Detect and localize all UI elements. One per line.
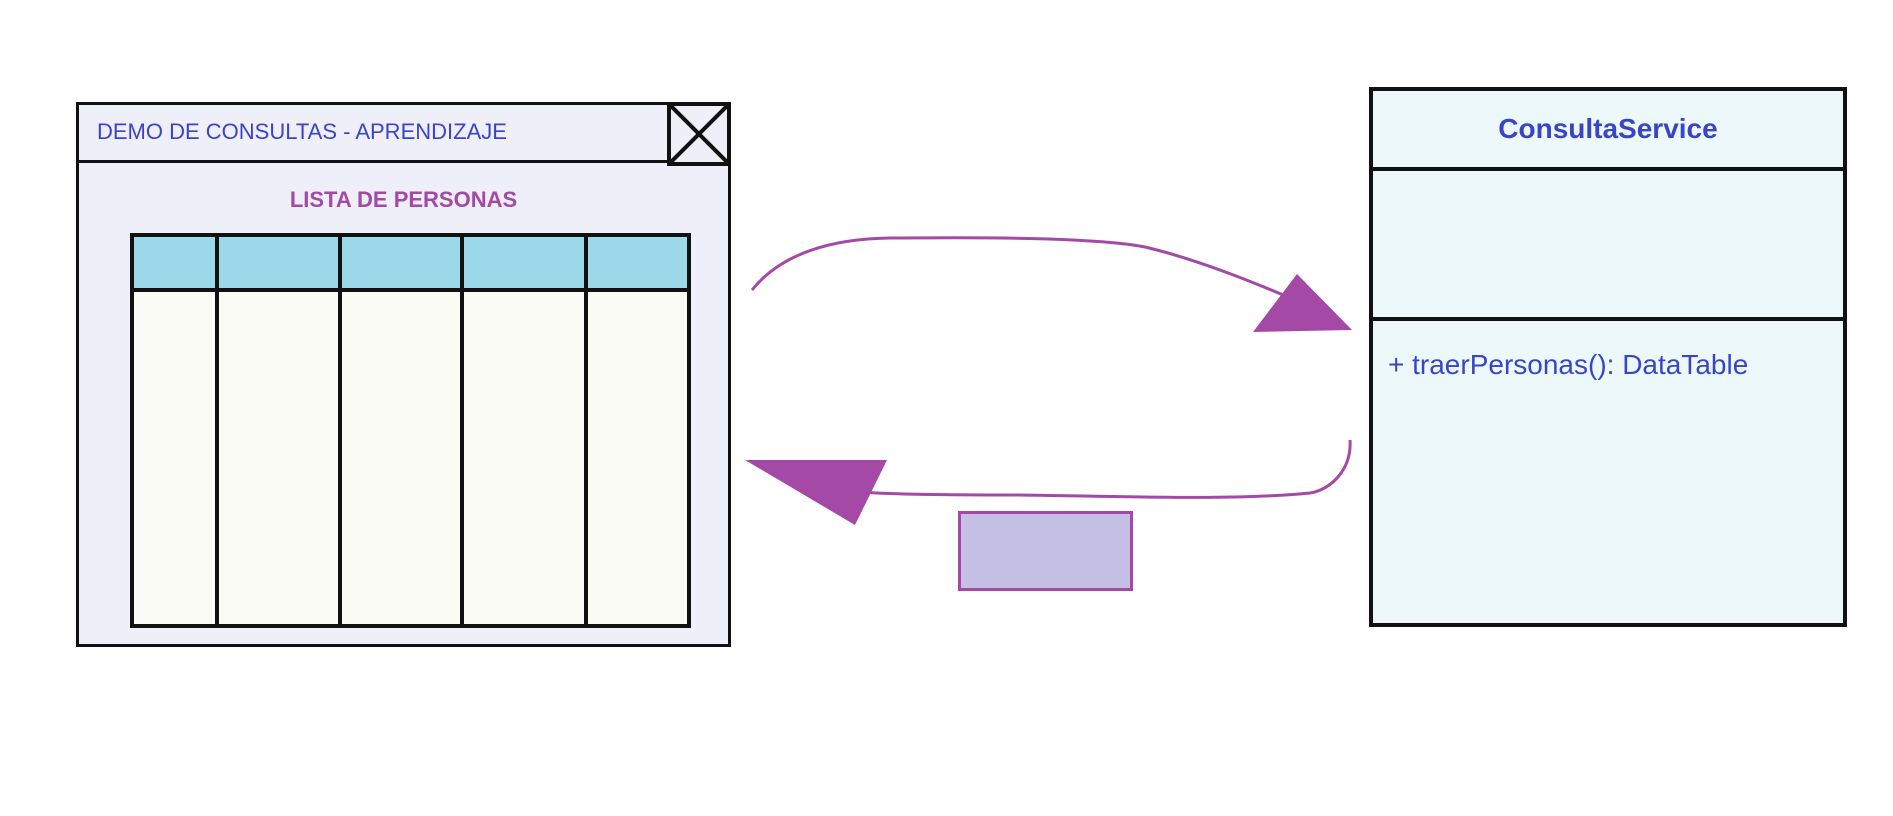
personas-table[interactable]: [130, 233, 691, 628]
table-column: [464, 292, 588, 624]
table-header-cell[interactable]: [134, 237, 219, 288]
table-column: [134, 292, 219, 624]
close-x-icon: [671, 106, 727, 162]
window-to-service-arrow: [750, 236, 1301, 304]
app-window: DEMO DE CONSULTAS - APRENDIZAJE LISTA DE…: [76, 102, 731, 647]
window-to-service-arrowhead: [1253, 274, 1352, 332]
table-header-cell[interactable]: [219, 237, 342, 288]
window-titlebar: DEMO DE CONSULTAS - APRENDIZAJE: [79, 102, 731, 166]
class-name-section: ConsultaService: [1373, 91, 1843, 171]
class-name: ConsultaService: [1498, 113, 1718, 144]
class-attributes-section: [1373, 171, 1843, 321]
service-class-box: ConsultaService + traerPersonas(): DataT…: [1369, 87, 1847, 627]
table-header-row: [134, 237, 687, 292]
table-header-cell[interactable]: [464, 237, 588, 288]
class-method: + traerPersonas(): DataTable: [1388, 349, 1749, 380]
class-methods-section: + traerPersonas(): DataTable: [1373, 349, 1843, 381]
response-data-box: [958, 511, 1133, 591]
list-heading: LISTA DE PERSONAS: [289, 187, 518, 212]
window-title: DEMO DE CONSULTAS - APRENDIZAJE: [97, 119, 507, 144]
table-column: [588, 292, 687, 624]
service-to-window-arrowhead: [745, 460, 887, 525]
close-button[interactable]: [667, 102, 731, 166]
table-body: [134, 292, 687, 624]
table-header-cell[interactable]: [342, 237, 464, 288]
table-column: [342, 292, 464, 624]
table-header-cell[interactable]: [588, 237, 687, 288]
service-to-window-arrow: [839, 439, 1352, 499]
table-column: [219, 292, 342, 624]
